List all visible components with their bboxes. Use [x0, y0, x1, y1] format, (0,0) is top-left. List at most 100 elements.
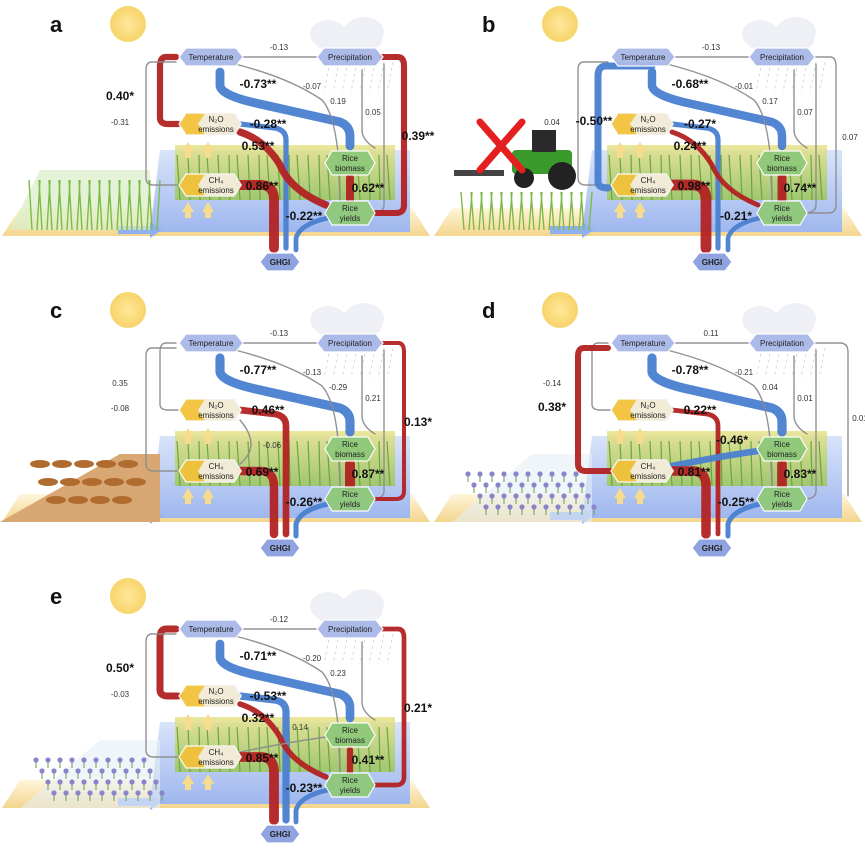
cover-crop-flower: [117, 757, 123, 763]
coef-n2o-ghgi: 0.22**: [684, 403, 717, 417]
rice-yields-node-label-line2: yields: [772, 500, 792, 509]
arrow-temp-n2o: [156, 625, 182, 700]
cover-crop-flower: [81, 757, 87, 763]
rice-biomass-node-label-line2: biomass: [767, 450, 797, 459]
sun-icon: [110, 292, 146, 328]
arrow-ch4-ghgi: [666, 179, 712, 254]
precipitation-node-label: Precipitation: [328, 625, 372, 634]
coef-n2o-ghgi: -0.53**: [250, 689, 287, 703]
arrow-temp-n2o: [156, 53, 182, 128]
emission-arrow: [634, 488, 646, 504]
rice-biomass-node-label-line1: Rice: [342, 726, 359, 735]
coef-yields-ghgi: -0.25**: [718, 495, 755, 509]
seedling: [560, 191, 565, 231]
seedling: [128, 179, 133, 231]
coef-biomass-yields: 0.83**: [784, 467, 817, 481]
cloud-icon: [742, 303, 826, 379]
cover-crop-flower: [69, 757, 75, 763]
arrow-temp-ch4: [145, 61, 179, 186]
rice-plant: [378, 440, 381, 487]
precipitation-node-label: Precipitation: [760, 339, 804, 348]
coef-temp-n2o: -0.14: [543, 379, 562, 388]
rice-plant: [810, 440, 813, 487]
coef-temp-ghgi: -0.73**: [240, 77, 277, 91]
rice-plant: [378, 154, 381, 201]
ch4-emissions-node-label-line1: CH₄: [641, 462, 656, 471]
cover-crop-flower: [531, 504, 537, 510]
coef-yields-ghgi: -0.23**: [286, 781, 323, 795]
rice-plant: [258, 154, 261, 201]
panel-letter: d: [482, 298, 495, 323]
rice-plant: [668, 154, 673, 201]
cloud-icon: [310, 303, 394, 379]
rice-plant: [690, 154, 693, 201]
coef-precip-biomass: 0.19: [330, 97, 346, 106]
straw-pile: [104, 478, 124, 486]
cover-crop-flower: [57, 757, 63, 763]
cover-crop-flower: [531, 482, 537, 488]
cover-crop-flower: [117, 779, 123, 785]
straw-pile: [46, 496, 66, 504]
arrow-ch4-ghgi: [235, 752, 279, 825]
straw-pile: [68, 496, 88, 504]
coef-ch4-biomass: -0.46*: [716, 433, 748, 447]
coef-ch4-ghgi: 0.69**: [246, 465, 279, 479]
rice-plant: [247, 154, 251, 201]
rice-yields-node-label-line2: yields: [340, 786, 360, 795]
cover-crop-flower: [63, 768, 69, 774]
emission-arrow: [182, 202, 194, 218]
rice-plant: [750, 440, 753, 487]
cover-crop-flower: [507, 482, 513, 488]
coef-yields-ghgi: -0.26**: [286, 495, 323, 509]
ch4-emissions-node-label-line2: emissions: [630, 186, 666, 195]
cover-crop-flower: [51, 768, 57, 774]
cover-crop-flower: [483, 482, 489, 488]
n2o-emissions-node-label-line1: N₂O: [640, 115, 655, 124]
temperature-node-label: Temperature: [189, 625, 234, 634]
straw-pile: [60, 478, 80, 486]
cover-crop-flower: [483, 504, 489, 510]
coef-temp-precip: 0.11: [704, 329, 720, 338]
cover-crop-flower: [579, 504, 585, 510]
coef-precip-ghgi: 0.07: [842, 133, 858, 142]
cover-crop-flower: [513, 471, 519, 477]
coef-precip-yields: 0.05: [365, 108, 381, 117]
temperature-node: Temperature: [610, 47, 676, 67]
seedling: [510, 191, 515, 231]
cover-crop-flower: [105, 779, 111, 785]
ghgi-node: GHGI: [259, 538, 301, 558]
cover-crop-flower: [75, 768, 81, 774]
cover-crop-flower: [489, 493, 495, 499]
emission-arrow: [614, 142, 626, 158]
emission-arrow: [202, 774, 214, 790]
cover-crop-flower: [69, 779, 75, 785]
rice-plant: [307, 154, 311, 201]
coef-precip-biomass: -0.29: [329, 383, 348, 392]
rice-plant: [236, 726, 241, 773]
coef-ch4-biomass: 0.14: [292, 723, 308, 732]
cover-crop-flower: [159, 790, 165, 796]
emission-arrow: [202, 714, 214, 730]
rice-biomass-node-label-line2: biomass: [335, 450, 365, 459]
ch4-emissions-node-label-line2: emissions: [198, 472, 234, 481]
rice-plant: [247, 726, 251, 773]
coef-precip-biomass: 0.23: [330, 669, 346, 678]
temperature-node-label: Temperature: [621, 53, 666, 62]
coef-precip-ghgi: 0.13*: [404, 415, 432, 429]
ghgi-node-label: GHGI: [270, 258, 290, 267]
cover-crop-flower: [585, 493, 591, 499]
n2o-emissions-node-label-line2: emissions: [198, 411, 234, 420]
rice-plant: [386, 440, 391, 487]
arrow-temp-ghgi: [215, 639, 355, 723]
rice-plant: [318, 154, 321, 201]
emission-arrow: [182, 714, 194, 730]
straw-pile: [30, 460, 50, 468]
cover-crop-flower: [537, 471, 543, 477]
